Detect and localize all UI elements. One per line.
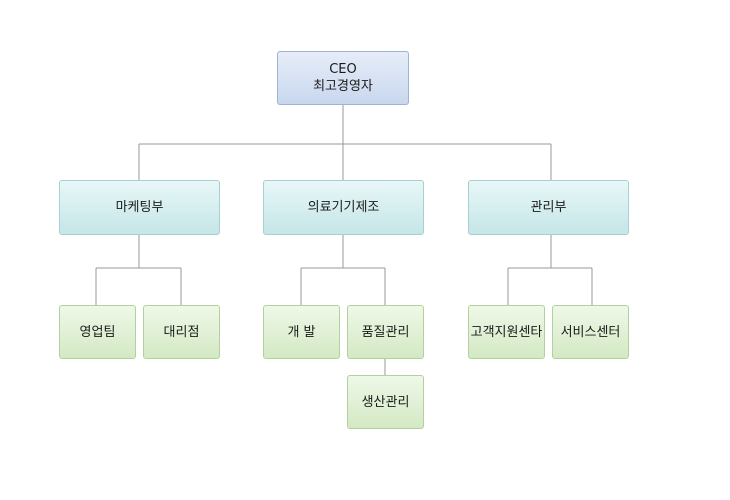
team-service-center-label: 서비스센터 xyxy=(560,324,621,340)
team-development: 개 발 xyxy=(263,305,340,359)
dept-management: 관리부 xyxy=(468,180,629,235)
team-production-control-label: 생산관리 xyxy=(361,394,410,410)
team-agency-label: 대리점 xyxy=(163,324,200,340)
team-quality-control: 품질관리 xyxy=(347,305,424,359)
dept-manufacturing-label: 의료기기제조 xyxy=(307,200,380,215)
team-customer-support-label: 고객지원센타 xyxy=(470,324,543,340)
team-service-center: 서비스센터 xyxy=(552,305,629,359)
dept-medical-device-manufacturing: 의료기기제조 xyxy=(263,180,424,235)
dept-marketing: 마케팅부 xyxy=(59,180,220,235)
team-sales-label: 영업팀 xyxy=(79,324,116,340)
team-agency: 대리점 xyxy=(143,305,220,359)
ceo-title-en: CEO xyxy=(329,62,357,77)
ceo-box: CEO 최고경영자 xyxy=(277,51,409,105)
ceo-title-ko: 최고경영자 xyxy=(313,79,373,94)
team-quality-control-label: 품질관리 xyxy=(361,324,410,340)
dept-management-label: 관리부 xyxy=(530,200,567,215)
team-customer-support: 고객지원센타 xyxy=(468,305,545,359)
dept-marketing-label: 마케팅부 xyxy=(115,200,164,215)
team-development-label: 개 발 xyxy=(287,324,316,340)
team-sales: 영업팀 xyxy=(59,305,136,359)
team-production-control: 생산관리 xyxy=(347,375,424,429)
